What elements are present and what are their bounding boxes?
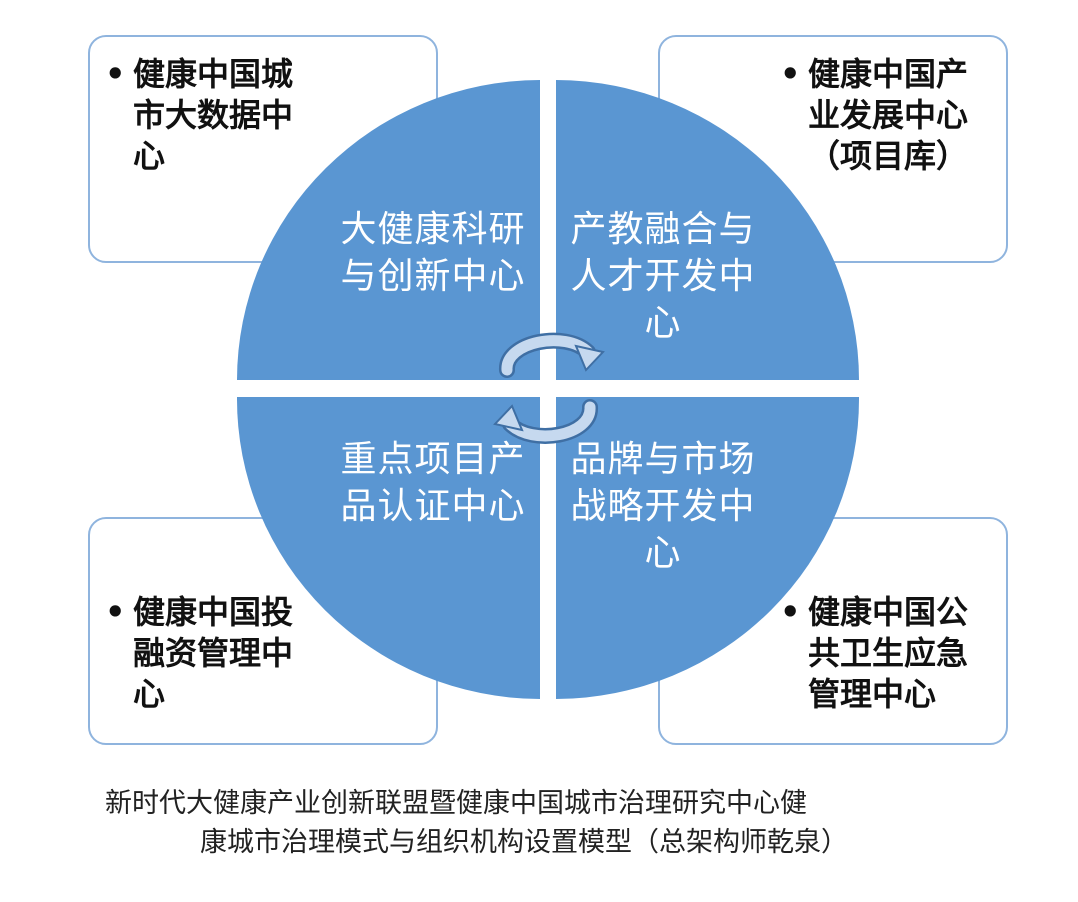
quadrant-bottom-right (556, 397, 860, 699)
bullet-icon: • (780, 593, 801, 631)
bullet-icon: • (780, 55, 801, 93)
corner-text-top-right: • 健康中国产业发展中心（项目库） (780, 54, 988, 177)
quadrant-top-right (556, 80, 859, 380)
corner-label-top-left: 健康中国城市大数据中心 (133, 55, 294, 175)
bullet-icon: • (105, 55, 126, 93)
circular-arrow-bottom-icon (493, 399, 598, 444)
corner-label-top-right: 健康中国产业发展中心（项目库） (808, 55, 969, 175)
quadrant-label-top-left: 大健康科研与创新中心 (340, 209, 526, 297)
quadrant-label-bottom-left: 重点项目产品认证中心 (340, 439, 526, 527)
corner-text-top-left: • 健康中国城市大数据中心 (105, 54, 318, 177)
caption-line-2: 康城市治理模式与组织机构设置模型（总架构师乾泉） (200, 827, 848, 858)
corner-text-bottom-left: • 健康中国投融资管理中心 (105, 592, 318, 715)
caption-line-1: 新时代大健康产业创新联盟暨健康中国城市治理研究中心健 (105, 788, 807, 819)
corner-label-bottom-left: 健康中国投融资管理中心 (133, 593, 294, 713)
quadrant-bottom-left (236, 397, 541, 699)
quadrant-label-bottom-right: 品牌与市场战略开发中心 (570, 439, 756, 574)
bullet-icon: • (105, 593, 126, 631)
corner-text-bottom-right: • 健康中国公共卫生应急管理中心 (780, 592, 988, 715)
quadrant-label-top-right: 产教融合与人才开发中心 (570, 209, 756, 344)
corner-label-bottom-right: 健康中国公共卫生应急管理中心 (808, 593, 969, 713)
quadrant-top-left (236, 80, 540, 380)
circular-arrow-top-icon (499, 332, 605, 378)
